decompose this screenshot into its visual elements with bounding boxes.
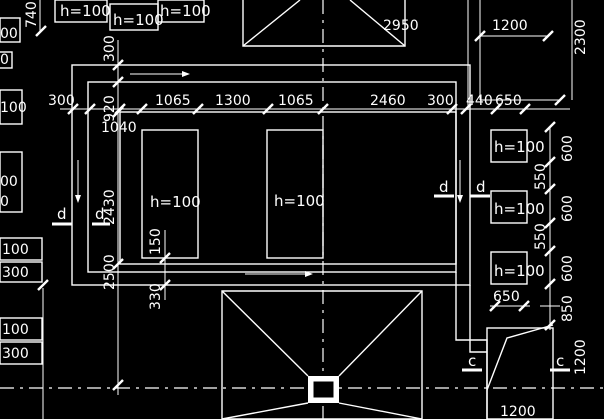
left-dimension-chain <box>112 40 171 395</box>
arrow-right-icon <box>182 71 190 77</box>
dim-740: 740 <box>24 1 40 28</box>
section-mark-d-left: d <box>57 205 67 223</box>
dim-tick <box>460 103 472 115</box>
dim-440: 440 <box>466 93 493 109</box>
opening-label: h=100 <box>494 262 545 280</box>
opening-label: h=100 <box>494 200 545 218</box>
opening-label: h=100 <box>494 138 545 156</box>
edge-dim: 100 <box>2 322 29 338</box>
opening-label: h=100 <box>160 2 211 20</box>
section-mark-d-inner: d <box>95 205 105 223</box>
opening-right-3 <box>490 251 528 285</box>
flow-arrows <box>75 71 463 277</box>
dim-650: 650 <box>495 93 522 109</box>
dim-600: 600 <box>560 135 576 162</box>
edge-dim: 0 <box>0 52 9 68</box>
dim-300: 300 <box>102 35 118 62</box>
edge-dim: 0 <box>0 194 9 210</box>
edge-dim: 00 <box>0 26 18 42</box>
dim-300: 300 <box>48 93 75 109</box>
dim-1200: 1200 <box>492 18 528 34</box>
section-markers: d d d d c c <box>52 178 570 372</box>
edge-dim: 300 <box>2 346 29 362</box>
dim-550: 550 <box>533 223 549 250</box>
outer-wall-outline <box>71 64 471 286</box>
opening-label: h=100 <box>274 192 325 210</box>
dim-920: 920 <box>102 95 118 122</box>
dim-1040: 1040 <box>101 120 137 136</box>
outer-rect <box>71 64 471 286</box>
dim-2500: 2500 <box>102 254 118 290</box>
opening-right-2 <box>490 190 528 224</box>
dim-2430: 2430 <box>102 189 118 225</box>
dim-650: 650 <box>493 289 520 305</box>
dim-2950: 2950 <box>383 18 419 34</box>
edge-dim: 100 <box>0 100 27 116</box>
dim-tick <box>192 103 204 115</box>
dim-tick <box>84 103 96 115</box>
arrow-down-icon <box>457 195 463 203</box>
opening-label: h=100 <box>113 11 164 29</box>
right-structure <box>455 0 573 419</box>
section-mark-c-left: c <box>468 352 476 370</box>
dim-1065: 1065 <box>155 93 191 109</box>
dim-600: 600 <box>560 255 576 282</box>
dim-550: 550 <box>533 163 549 190</box>
edge-dim: 00 <box>0 174 18 190</box>
dim-600: 600 <box>560 195 576 222</box>
opening-label: h=100 <box>60 2 111 20</box>
dim-tick <box>67 103 79 115</box>
bottom-hopper <box>221 290 423 419</box>
dim-tick <box>262 103 274 115</box>
right-openings <box>490 121 556 331</box>
dim-tick <box>519 103 531 115</box>
section-mark-d-right: d <box>439 178 449 196</box>
edge-dim: 100 <box>2 242 29 258</box>
dim-2300: 2300 <box>573 19 589 55</box>
dim-1200: 1200 <box>573 339 589 375</box>
opening-label: h=100 <box>150 193 201 211</box>
edge-dim: 300 <box>2 265 29 281</box>
dim-150: 150 <box>148 228 164 255</box>
dim-1200: 1200 <box>500 404 536 419</box>
dim-2460: 2460 <box>370 93 406 109</box>
top-hopper <box>242 0 406 47</box>
opening-left <box>141 129 199 259</box>
section-mark-c-right: c <box>556 352 564 370</box>
dim-1300: 1300 <box>215 93 251 109</box>
dim-tick <box>446 103 458 115</box>
arrow-right-icon <box>305 271 313 277</box>
dim-tick <box>490 103 502 115</box>
section-mark-d-outer: d <box>476 178 486 196</box>
opening-right-1 <box>490 129 528 163</box>
dim-330: 330 <box>148 283 164 310</box>
dim-1065: 1065 <box>278 93 314 109</box>
top-left-openings <box>0 0 205 419</box>
arrow-down-icon <box>75 195 81 203</box>
middle-rect <box>87 81 457 273</box>
dim-tick <box>136 103 148 115</box>
dim-300: 300 <box>427 93 454 109</box>
inner-rect <box>119 111 457 265</box>
dim-850: 850 <box>560 295 576 322</box>
